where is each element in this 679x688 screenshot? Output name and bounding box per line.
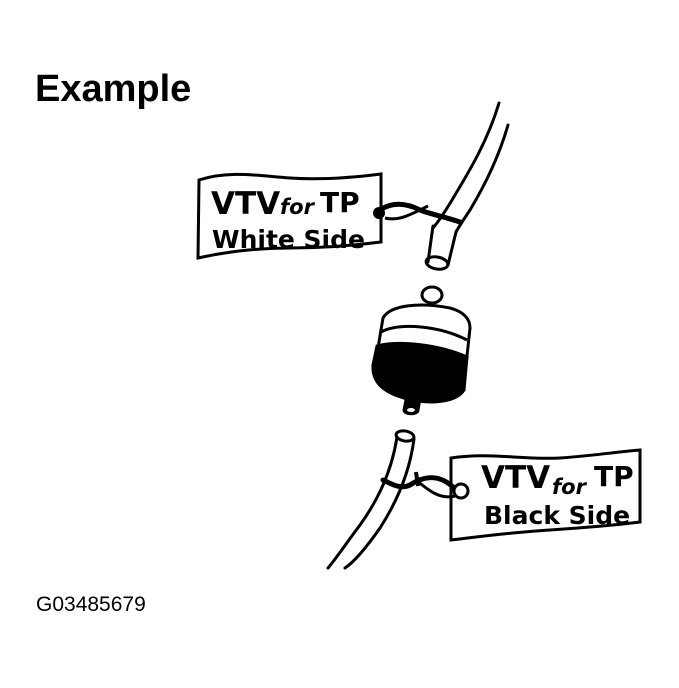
white-tag-for: for	[280, 195, 316, 219]
vtv-valve	[371, 285, 472, 416]
lower-hose	[326, 429, 416, 570]
white-side-tag: VTV for TP White Side	[196, 172, 463, 260]
white-tag-side: White Side	[212, 225, 365, 254]
white-tag-vtv: VTV	[211, 186, 280, 222]
black-tag-tp: TP	[594, 460, 634, 493]
figure-id: G03485679	[36, 593, 146, 616]
black-side-tag: VTV for TP Black Side	[380, 448, 642, 542]
black-tag-side: Black Side	[484, 501, 630, 530]
white-tag-tp: TP	[320, 186, 360, 219]
black-tag-for: for	[552, 475, 588, 499]
black-tag-vtv: VTV	[481, 460, 550, 496]
upper-hose	[424, 101, 510, 271]
diagram-title: Example	[35, 68, 192, 110]
